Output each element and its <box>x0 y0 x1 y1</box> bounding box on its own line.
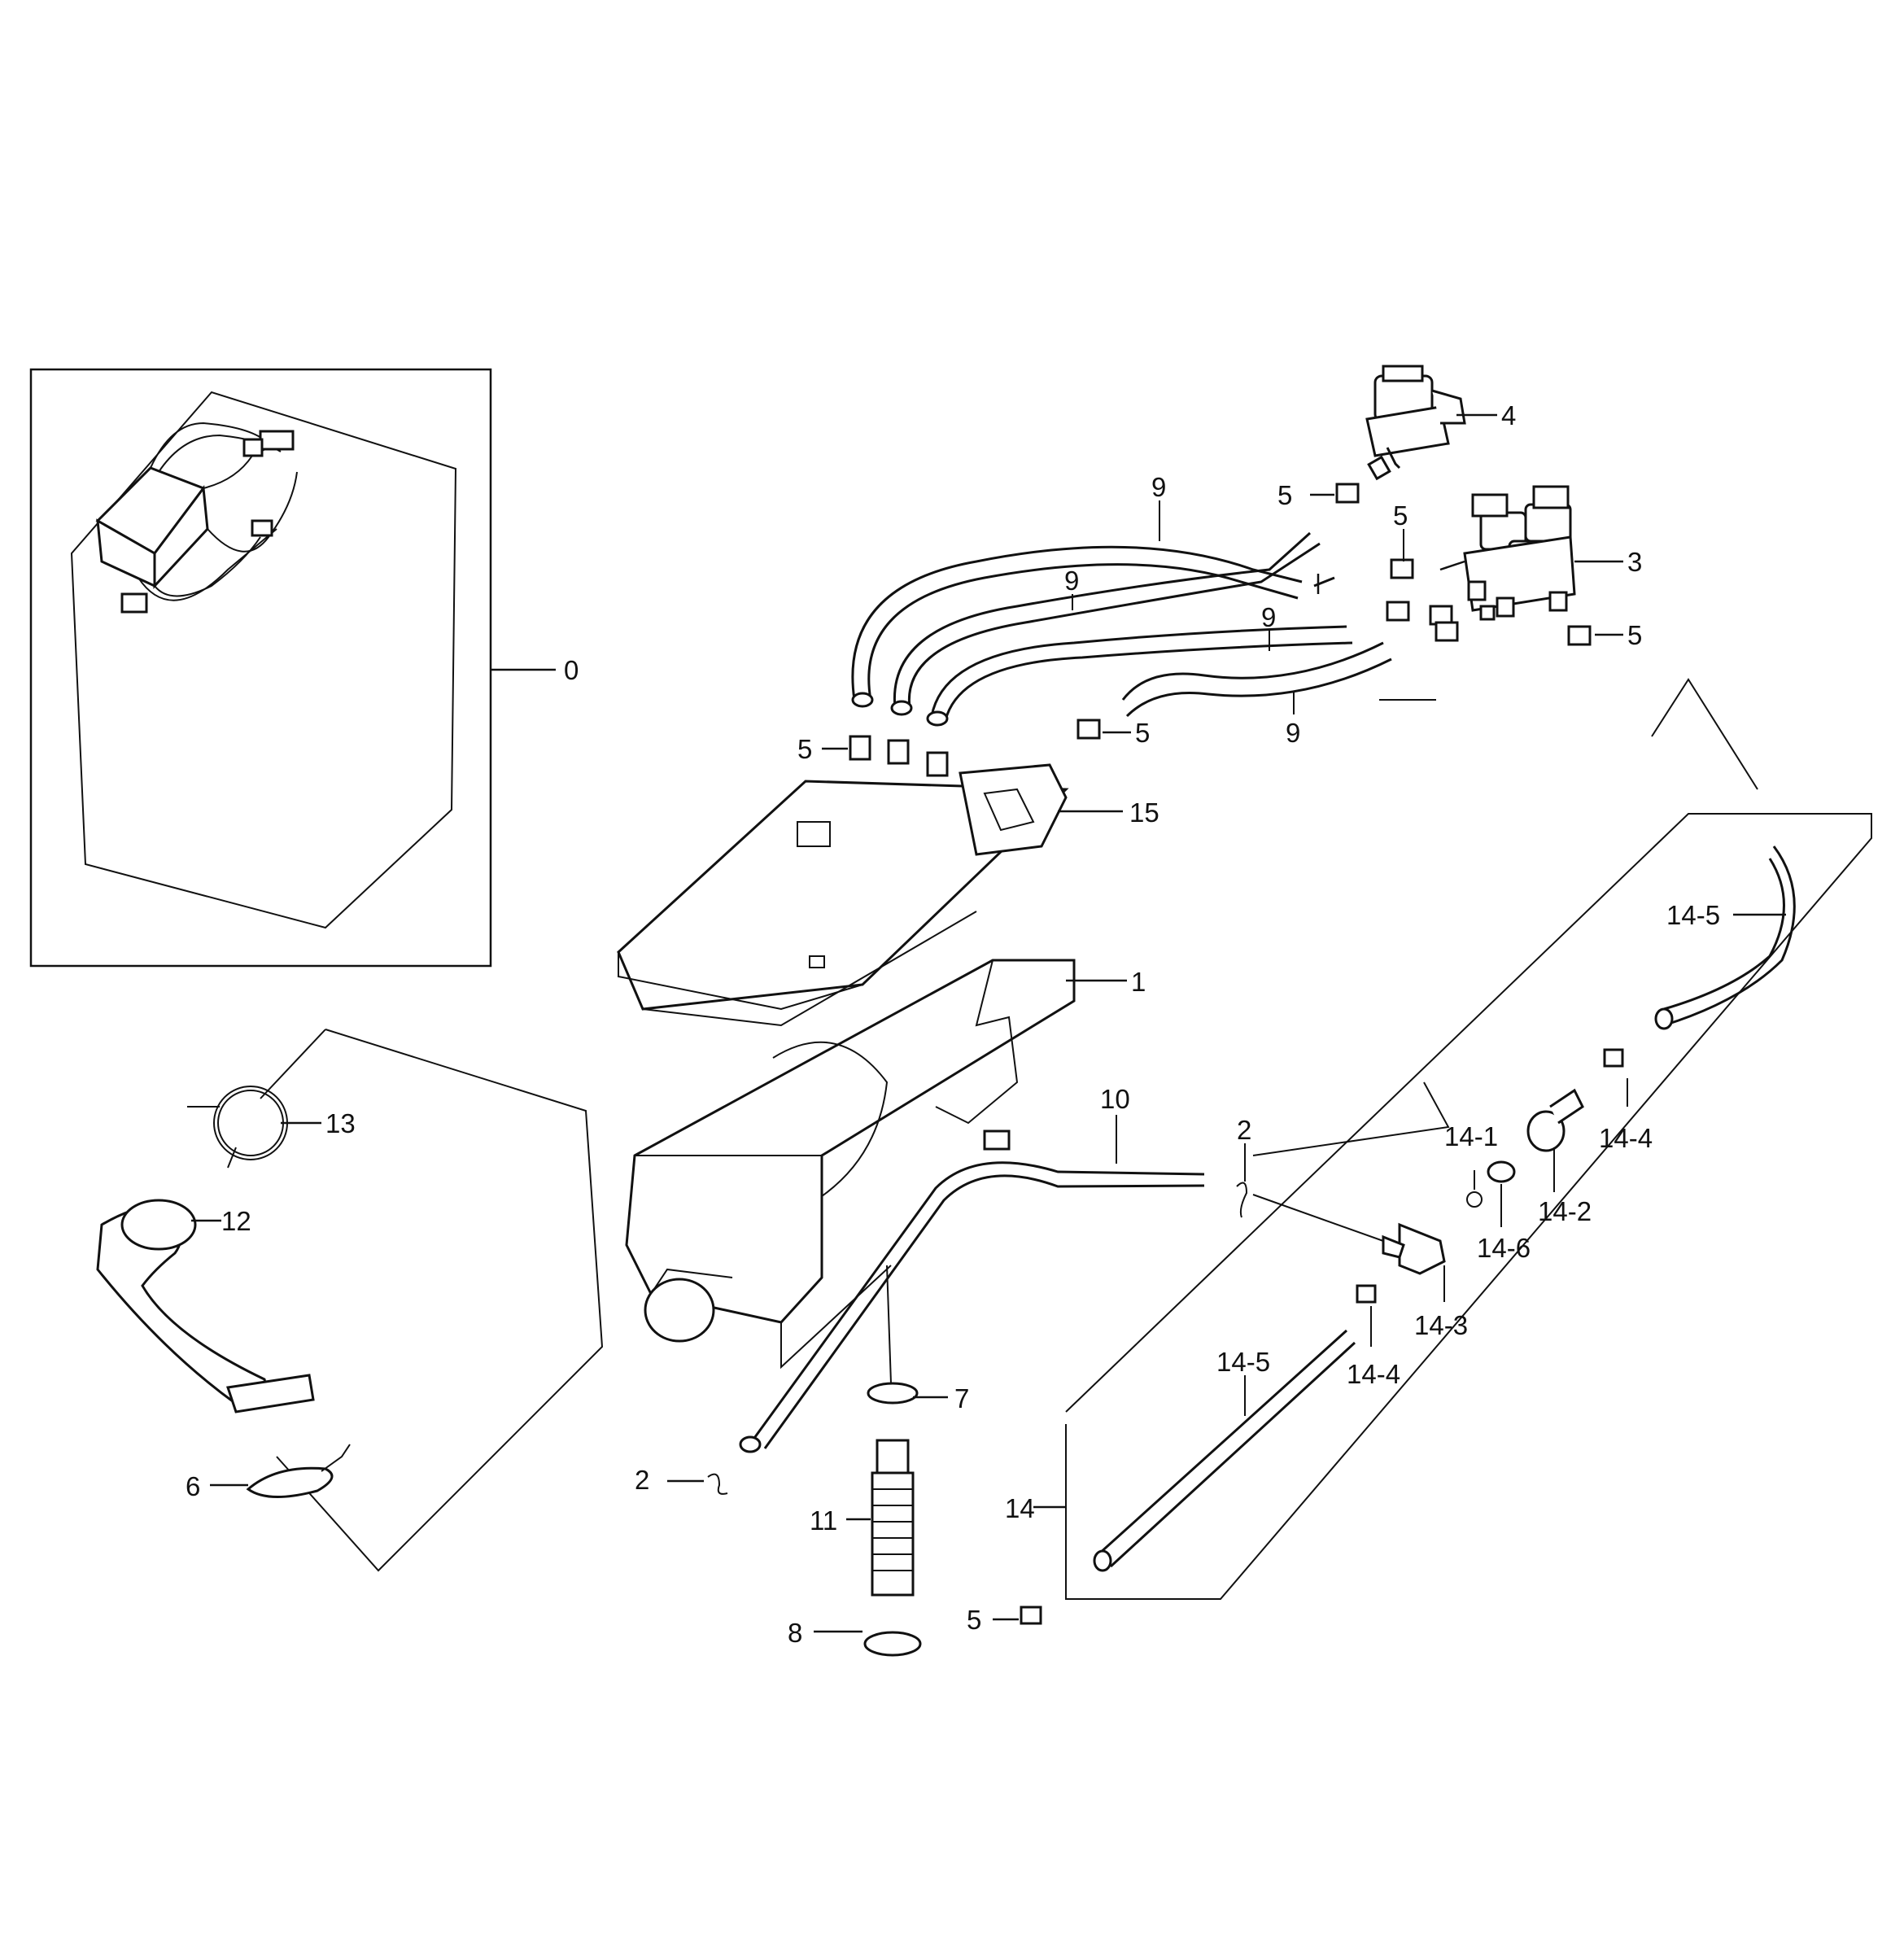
label-7: 7 <box>954 1383 969 1413</box>
label-14-2: 14-2 <box>1538 1196 1592 1226</box>
label-14-6: 14-6 <box>1477 1233 1531 1263</box>
clamp-ring-13 <box>187 1086 288 1169</box>
label-2-b: 2 <box>635 1465 649 1495</box>
inlet-fittings <box>1252 1048 1624 1304</box>
label-3: 3 <box>1627 547 1642 577</box>
inlet-hoses <box>851 531 1392 727</box>
inlet-hose-14-5-upper <box>1654 845 1796 1030</box>
label-12: 12 <box>221 1206 251 1236</box>
label-0: 0 <box>564 655 579 685</box>
label-5-a: 5 <box>1277 480 1292 510</box>
duct-hose <box>96 1199 315 1413</box>
label-5-d: 5 <box>1135 718 1150 748</box>
label-2-a: 2 <box>1237 1115 1251 1145</box>
label-5-e: 5 <box>797 734 812 764</box>
label-14-1: 14-1 <box>1444 1121 1498 1151</box>
hose-clamps <box>849 483 1592 1625</box>
label-5-f: 5 <box>967 1605 981 1635</box>
label-9-a: 9 <box>1151 472 1166 502</box>
label-9-c: 9 <box>1261 602 1276 632</box>
label-14-5-b: 14-5 <box>1216 1347 1270 1377</box>
label-9-d: 9 <box>1286 718 1300 748</box>
label-15: 15 <box>1129 797 1159 828</box>
inlet-hose-14-5-lower <box>1093 1329 1356 1572</box>
label-14-5-a: 14-5 <box>1666 900 1720 930</box>
label-14-3: 14-3 <box>1414 1310 1468 1340</box>
label-14: 14 <box>1005 1493 1035 1523</box>
label-4: 4 <box>1501 400 1516 430</box>
seal-6 <box>246 1444 351 1498</box>
dispenser-cover <box>617 763 1069 1027</box>
label-10: 10 <box>1100 1084 1130 1114</box>
label-5-b: 5 <box>1393 500 1408 531</box>
label-13: 13 <box>325 1108 356 1138</box>
label-5-c: 5 <box>1627 620 1642 650</box>
label-11: 11 <box>810 1505 837 1536</box>
label-14-4-b: 14-4 <box>1347 1359 1400 1389</box>
label-14-4-a: 14-4 <box>1599 1123 1653 1153</box>
drain-bellows <box>863 1382 922 1657</box>
water-valve-single <box>1365 365 1466 481</box>
label-6: 6 <box>186 1471 200 1501</box>
spring-clamps-2 <box>707 1182 1248 1495</box>
label-8: 8 <box>788 1618 802 1648</box>
label-9-b: 9 <box>1064 566 1079 596</box>
water-valve-triple <box>1439 485 1576 621</box>
dispenser-housing <box>625 959 1076 1343</box>
label-1: 1 <box>1131 967 1146 997</box>
harness-assembly-inset <box>29 368 492 968</box>
